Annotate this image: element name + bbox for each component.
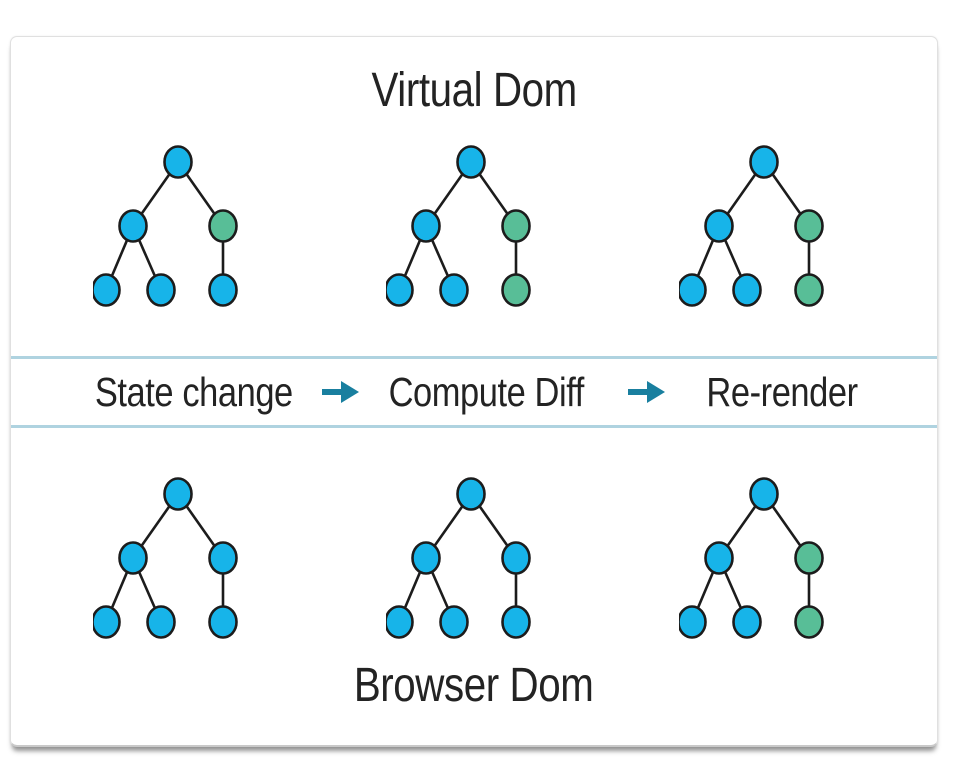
browser-dom-tree-3 xyxy=(677,475,849,641)
tree-node-blue xyxy=(91,605,121,639)
tree-node-blue xyxy=(163,145,193,179)
tree-node-green xyxy=(794,209,824,243)
tree-node-blue xyxy=(456,145,486,179)
tree-node-green xyxy=(501,273,531,307)
tree-node-blue xyxy=(704,541,734,575)
tree-node-blue xyxy=(439,605,469,639)
tree-node-blue xyxy=(501,605,531,639)
tree-node-blue xyxy=(146,273,176,307)
tree-node-blue xyxy=(384,605,414,639)
tree-node-blue xyxy=(677,605,707,639)
tree-diagram xyxy=(384,477,531,639)
virtual-dom-tree-2 xyxy=(384,143,556,309)
tree-node-blue xyxy=(749,145,779,179)
tree-node-blue xyxy=(208,605,238,639)
tree-node-blue xyxy=(208,541,238,575)
tree-node-blue xyxy=(384,273,414,307)
tree-node-green xyxy=(794,273,824,307)
tree-diagram xyxy=(677,477,824,639)
tree-node-blue xyxy=(749,477,779,511)
browser-dom-title-text: Browser Dom xyxy=(354,659,594,712)
tree-node-blue xyxy=(732,605,762,639)
slide-card: Virtual Dom State change Compute Diff Re… xyxy=(10,36,938,747)
tree-node-blue xyxy=(501,541,531,575)
browser-dom-tree-2 xyxy=(384,475,556,641)
process-step-compute-diff: Compute Diff xyxy=(388,368,584,415)
tree-diagram xyxy=(91,477,238,639)
process-step-re-render: Re-render xyxy=(706,368,858,415)
tree-node-blue xyxy=(439,273,469,307)
tree-node-blue xyxy=(118,209,148,243)
tree-node-blue xyxy=(411,209,441,243)
tree-node-blue xyxy=(456,477,486,511)
tree-diagram xyxy=(384,145,531,307)
virtual-dom-tree-row xyxy=(11,143,937,309)
virtual-dom-title: Virtual Dom xyxy=(11,65,937,117)
right-arrow-icon xyxy=(321,381,359,403)
process-band: State change Compute Diff Re-render xyxy=(11,356,937,428)
tree-node-blue xyxy=(411,541,441,575)
tree-node-blue xyxy=(677,273,707,307)
browser-dom-title: Browser Dom xyxy=(11,660,937,712)
tree-diagram xyxy=(677,145,824,307)
tree-node-blue xyxy=(732,273,762,307)
browser-dom-tree-row xyxy=(11,475,937,641)
virtual-dom-tree-3 xyxy=(677,143,849,309)
right-arrow-icon xyxy=(628,379,666,405)
tree-node-blue xyxy=(208,273,238,307)
tree-node-green xyxy=(208,209,238,243)
right-arrow-icon xyxy=(321,379,360,405)
browser-dom-tree-1 xyxy=(91,475,263,641)
tree-node-green xyxy=(794,605,824,639)
tree-node-blue xyxy=(146,605,176,639)
process-step-state-change: State change xyxy=(94,368,293,415)
tree-node-green xyxy=(501,209,531,243)
tree-node-blue xyxy=(704,209,734,243)
tree-node-green xyxy=(794,541,824,575)
tree-node-blue xyxy=(91,273,121,307)
tree-node-blue xyxy=(118,541,148,575)
virtual-dom-title-text: Virtual Dom xyxy=(371,64,577,117)
virtual-dom-tree-1 xyxy=(91,143,263,309)
tree-diagram xyxy=(91,145,238,307)
right-arrow-icon xyxy=(628,381,666,403)
tree-node-blue xyxy=(163,477,193,511)
